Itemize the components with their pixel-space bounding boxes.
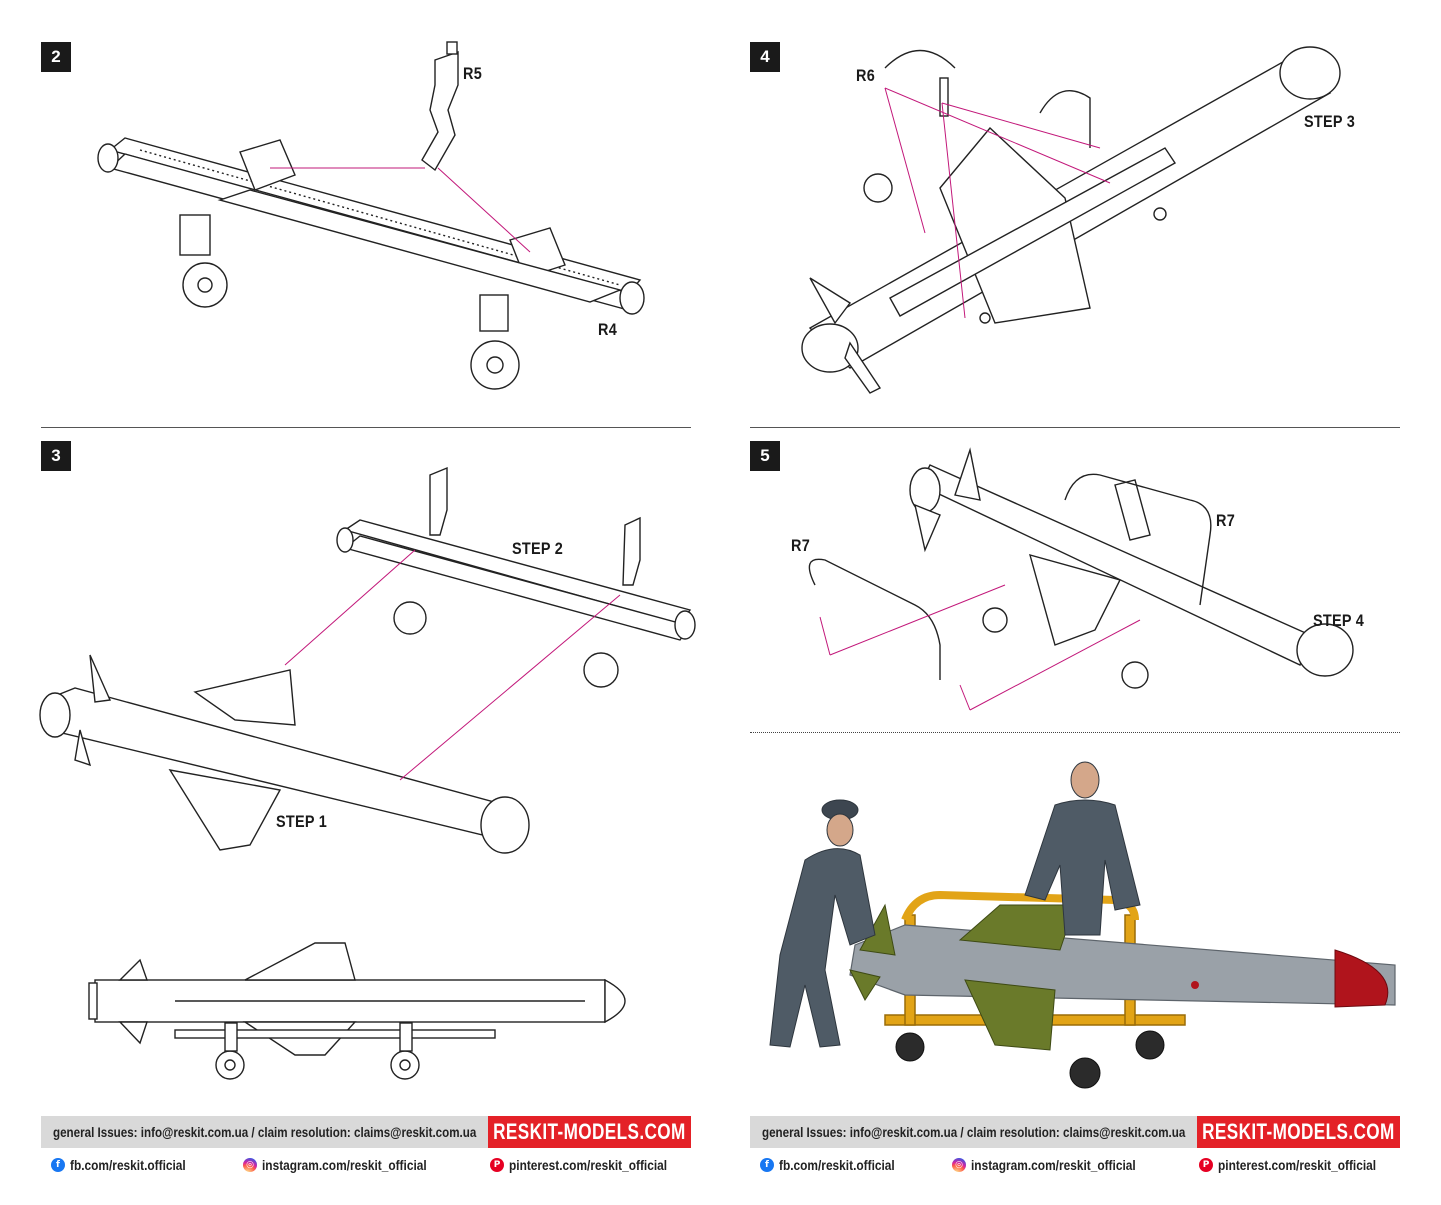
step-2-badge: 2 — [41, 42, 71, 72]
instagram-icon: ◎ — [952, 1158, 966, 1172]
social-instagram-right[interactable]: ◎ instagram.com/reskit_official — [952, 1157, 1165, 1173]
footer-contact-bar-right: general Issues: info@reskit.com.ua / cla… — [750, 1116, 1197, 1148]
social-instagram-left[interactable]: ◎ instagram.com/reskit_official — [243, 1157, 456, 1173]
step-4-badge: 4 — [750, 42, 780, 72]
step-2-trolley-drawing — [97, 41, 645, 390]
step-3-assembly-drawing — [39, 466, 696, 854]
footer-brand-right[interactable]: RESKIT-MODELS.COM — [1197, 1116, 1400, 1148]
callout-r7-right: R7 — [1216, 511, 1235, 530]
social-facebook-left[interactable]: f fb.com/reskit.official — [51, 1157, 206, 1173]
callout-step-1: STEP 1 — [276, 812, 328, 831]
callout-step-4: STEP 4 — [1313, 611, 1365, 630]
footer-contact-text: general Issues: info@reskit.com.ua / cla… — [53, 1124, 477, 1140]
footer-contact-bar-left: general Issues: info@reskit.com.ua / cla… — [41, 1116, 488, 1148]
social-pinterest-right[interactable]: P pinterest.com/reskit_official — [1199, 1157, 1404, 1173]
callout-step-3: STEP 3 — [1304, 112, 1356, 131]
callout-r4: R4 — [598, 320, 617, 339]
step-4-assembly-drawing — [801, 46, 1341, 394]
step-3-badge: 3 — [41, 441, 71, 471]
facebook-icon: f — [760, 1158, 774, 1172]
dotted-divider — [750, 732, 1400, 733]
footer-contact-text: general Issues: info@reskit.com.ua / cla… — [762, 1124, 1186, 1140]
social-pinterest-left[interactable]: P pinterest.com/reskit_official — [490, 1157, 695, 1173]
divider-left — [41, 427, 691, 428]
instagram-icon: ◎ — [243, 1158, 257, 1172]
callout-step-2: STEP 2 — [512, 539, 564, 558]
pinterest-icon: P — [1199, 1158, 1213, 1172]
step-5-badge: 5 — [750, 441, 780, 471]
finished-model-photo — [769, 761, 1396, 1089]
divider-right — [750, 427, 1400, 428]
footer-brand-left[interactable]: RESKIT-MODELS.COM — [488, 1116, 691, 1148]
step-5-assembly-drawing — [808, 447, 1354, 711]
facebook-icon: f — [51, 1158, 65, 1172]
callout-r5: R5 — [463, 64, 482, 83]
pinterest-icon: P — [490, 1158, 504, 1172]
callout-r6: R6 — [856, 66, 875, 85]
social-facebook-right[interactable]: f fb.com/reskit.official — [760, 1157, 915, 1173]
callout-r7-left: R7 — [791, 536, 810, 555]
side-view-assembled-drawing — [88, 942, 626, 1080]
